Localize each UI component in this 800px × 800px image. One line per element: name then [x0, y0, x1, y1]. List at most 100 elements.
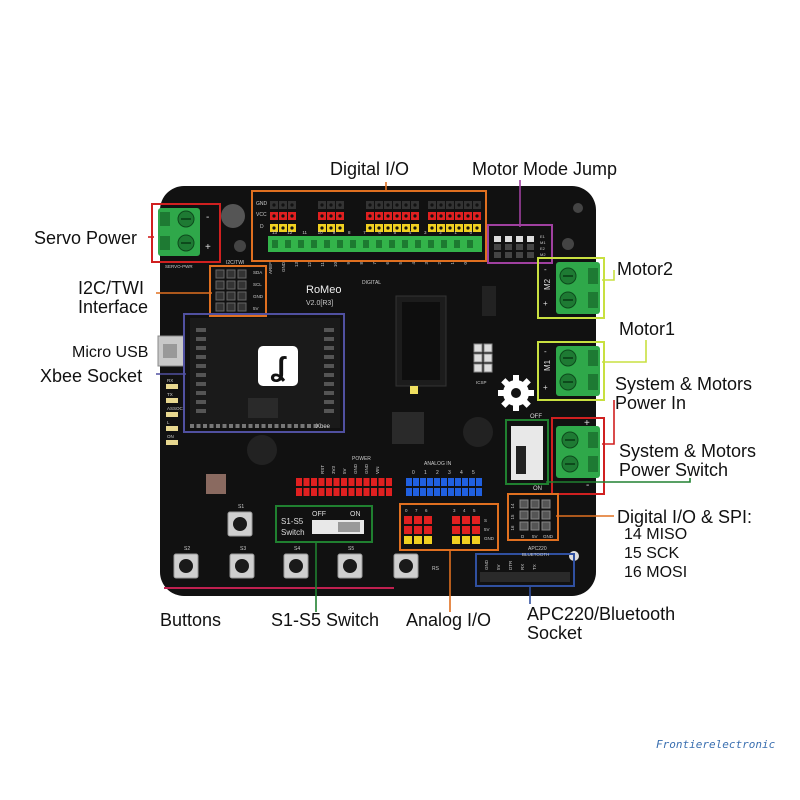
power-pin-label: GND — [353, 463, 358, 474]
xbee-pins-left — [196, 328, 206, 413]
push-button-cap — [399, 559, 413, 573]
digital-pin-label: AREF — [268, 262, 273, 274]
digital-green-pins — [272, 240, 473, 248]
capacitor — [247, 435, 277, 465]
xbee-pin — [196, 400, 206, 404]
xbee-pin — [324, 400, 334, 404]
analog-io-pin — [404, 516, 412, 524]
digital-pin-label: 2 — [437, 262, 442, 265]
analog-io-pin — [404, 526, 412, 534]
header-pin-hole — [475, 226, 479, 230]
mounting-hole — [234, 240, 246, 252]
status-leds — [166, 384, 178, 445]
xbee-socket-pin — [261, 424, 266, 428]
power-on-label: ON — [533, 486, 542, 492]
resistor — [206, 474, 226, 494]
header-pin-hole — [457, 226, 461, 230]
digital-pin-label: 11 — [320, 262, 325, 267]
header-pin-hole — [320, 226, 324, 230]
digital-pin-number: 3 — [424, 230, 427, 235]
analog-in-pin — [434, 488, 440, 496]
i2c-frame — [209, 265, 267, 317]
green-pin — [376, 240, 382, 248]
analog-io-pin-label: 3 — [453, 508, 456, 513]
header-pin-hole — [457, 203, 461, 207]
callout-micro-usb: Micro USB — [72, 344, 149, 361]
xbee-board-label: Xbee — [316, 424, 331, 430]
icsp-pin — [483, 353, 493, 363]
xbee-socket-pin — [209, 424, 214, 428]
i2c-pin — [215, 280, 225, 290]
callout-s1s5-switch: S1-S5 Switch — [271, 610, 380, 630]
header-pin-hole — [448, 203, 452, 207]
xbee-socket-pin — [307, 424, 311, 428]
i2c-sda: SDA — [253, 270, 262, 275]
jumper-pin — [505, 244, 512, 250]
analog-io-pin — [424, 526, 432, 534]
analog-in-pin — [427, 488, 433, 496]
digital-pin-label: GND — [281, 261, 286, 272]
xbee-pin — [324, 337, 334, 341]
header-pin-hole — [290, 214, 294, 218]
xbee-socket-pin — [222, 424, 227, 428]
header-pin-hole — [395, 214, 399, 218]
i2c-pin — [237, 280, 247, 290]
digital-pin-label: 4 — [411, 262, 416, 265]
analog-in-pin — [441, 488, 447, 496]
power-pin-label: 5V — [342, 468, 347, 474]
header-pin-hole — [439, 203, 443, 207]
jumper-pin — [516, 244, 523, 250]
spi-pin-label: 15 — [510, 514, 515, 520]
board-version: V2.0[R3] — [306, 300, 333, 307]
callout-power-in-line1: System & Motors — [615, 374, 753, 394]
power-pin — [371, 488, 377, 496]
digital-pin-label: 13 — [294, 262, 299, 268]
i2c-pin — [226, 269, 236, 279]
analog-in-pin — [455, 488, 461, 496]
spi-pin — [541, 499, 551, 509]
push-button-label: S2 — [184, 546, 190, 552]
header-pin-hole — [475, 203, 479, 207]
jumper-pin — [516, 236, 523, 242]
digital-board-label: DIGITAL — [362, 280, 381, 286]
xbee-frame — [183, 313, 345, 433]
digital-pin-number: 2 — [439, 230, 442, 235]
power-pin — [318, 488, 325, 496]
digital-pin-label: 10 — [333, 262, 338, 268]
analog-io-pin — [462, 526, 470, 534]
power-pin — [386, 478, 392, 486]
motor2-plus: + — [543, 299, 548, 308]
xbee-pin — [324, 409, 334, 413]
apc-pin-label: 5V — [496, 564, 501, 570]
analog-io-pin — [452, 516, 460, 524]
apc-frame — [475, 553, 575, 587]
power-pin — [311, 488, 317, 496]
digital-pin-label: 9 — [346, 262, 351, 265]
power-pin — [311, 478, 317, 486]
i2c-pins — [215, 269, 247, 312]
board-name: RoMeo — [306, 284, 341, 296]
callout-analog-io: Analog I/O — [406, 610, 492, 630]
icsp-pin — [483, 343, 493, 353]
header-pin-hole — [404, 226, 408, 230]
header-pin-hole — [272, 226, 276, 230]
jumper-pin — [505, 236, 512, 242]
jumper-pin — [527, 252, 534, 258]
header-pin-hole — [466, 214, 470, 218]
power-pin-label: RST — [320, 465, 325, 474]
power-pin — [333, 478, 340, 486]
analog-in-pin — [469, 478, 475, 486]
power-pin — [333, 488, 340, 496]
digital-pin-label: 6 — [385, 262, 390, 265]
analog-io-pin — [462, 536, 470, 544]
analog-io-side-label: S — [484, 518, 487, 523]
digital-pin-number: 13 — [272, 230, 278, 235]
digital-row-yellow — [270, 224, 481, 232]
spi-pin — [530, 499, 540, 509]
green-pin — [428, 240, 434, 248]
green-pin — [441, 240, 447, 248]
